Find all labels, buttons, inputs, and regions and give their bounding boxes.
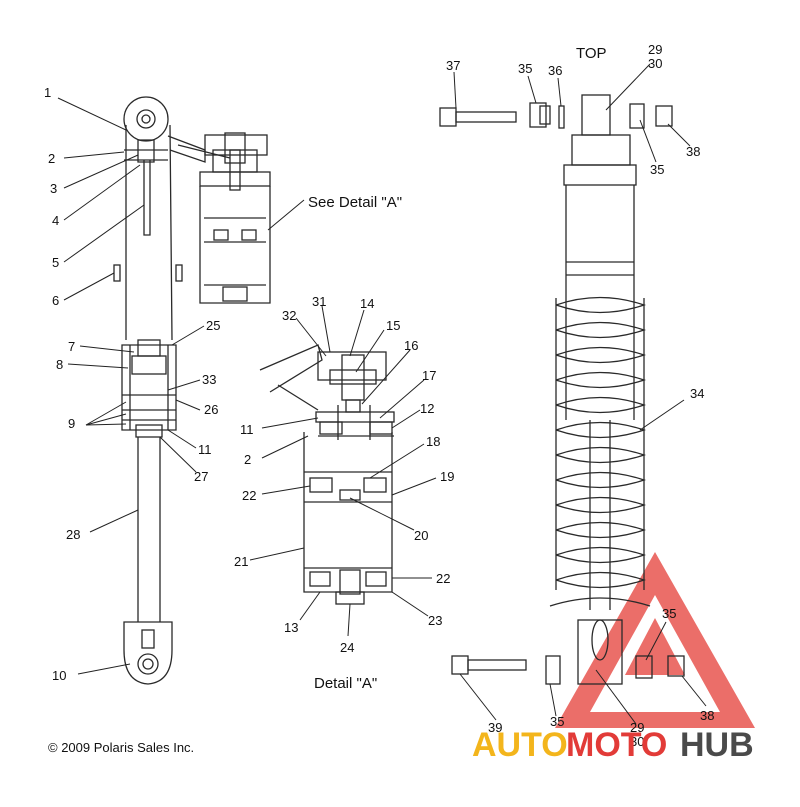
copyright-text: © 2009 Polaris Sales Inc. bbox=[48, 740, 194, 755]
watermark-triangle bbox=[555, 552, 755, 728]
callout-25: 25 bbox=[206, 318, 220, 333]
callout-11: 11 bbox=[198, 442, 212, 457]
right-callout-29-bottom: 29 bbox=[630, 720, 644, 735]
callout-5: 5 bbox=[52, 255, 59, 270]
callout-26: 26 bbox=[204, 402, 218, 417]
detail-callout-17: 17 bbox=[422, 368, 436, 383]
top-caption: TOP bbox=[576, 45, 607, 62]
detail-callout-19: 19 bbox=[440, 469, 454, 484]
right-callout-35-top: 35 bbox=[518, 61, 532, 76]
watermark-moto: MOTO bbox=[566, 726, 667, 764]
detail-callout-23: 23 bbox=[428, 613, 442, 628]
right-callout-38-bottom: 38 bbox=[700, 708, 714, 723]
left-shock-assembly bbox=[113, 96, 231, 685]
detail-a-caption: Detail "A" bbox=[314, 675, 377, 692]
watermark-logo: AUTO MOTO HUB bbox=[472, 726, 754, 764]
detail-callout-20: 20 bbox=[414, 528, 428, 543]
detail-callout-32: 32 bbox=[282, 308, 296, 323]
callout-7: 7 bbox=[68, 339, 75, 354]
detail-callout-22-lower: 22 bbox=[436, 571, 450, 586]
detail-callout-14: 14 bbox=[360, 296, 374, 311]
right-callout-35-lower: 35 bbox=[662, 606, 676, 621]
right-callout-38-top: 38 bbox=[686, 144, 700, 159]
coil-spring bbox=[555, 296, 647, 590]
callout-2: 2 bbox=[48, 151, 55, 166]
detail-a-assembly bbox=[259, 344, 395, 605]
detail-callout-24: 24 bbox=[340, 640, 354, 655]
detail-callout-31: 31 bbox=[312, 294, 326, 309]
right-callout-35-bottom: 35 bbox=[550, 714, 564, 729]
right-callout-30-bottom: 30 bbox=[630, 734, 644, 749]
callout-27: 27 bbox=[194, 469, 208, 484]
right-callout-36: 36 bbox=[548, 63, 562, 78]
callout-33: 33 bbox=[202, 372, 216, 387]
watermark-hub: HUB bbox=[680, 726, 754, 764]
callout-1: 1 bbox=[44, 85, 51, 100]
detail-callout-22-upper: 22 bbox=[242, 488, 256, 503]
detail-callout-12: 12 bbox=[420, 401, 434, 416]
callout-8: 8 bbox=[56, 357, 63, 372]
see-detail-caption: See Detail "A" bbox=[308, 194, 402, 211]
right-callout-30-top: 30 bbox=[648, 56, 662, 71]
detail-callout-2: 2 bbox=[244, 452, 251, 467]
detail-callout-11: 11 bbox=[240, 422, 254, 437]
detail-callout-16: 16 bbox=[404, 338, 418, 353]
right-callout-34: 34 bbox=[690, 386, 704, 401]
detail-callout-13: 13 bbox=[284, 620, 298, 635]
callout-4: 4 bbox=[52, 213, 59, 228]
right-shock-assembly bbox=[439, 94, 685, 685]
callout-10: 10 bbox=[52, 668, 66, 683]
watermark-auto: AUTO bbox=[472, 726, 568, 764]
right-callout-39: 39 bbox=[488, 720, 502, 735]
callout-6: 6 bbox=[52, 293, 59, 308]
detail-callout-18: 18 bbox=[426, 434, 440, 449]
right-callout-37: 37 bbox=[446, 58, 460, 73]
reservoir-assembly bbox=[199, 132, 271, 304]
right-callout-35-right: 35 bbox=[650, 162, 664, 177]
callout-labels: 1 2 3 4 5 6 7 8 9 10 25 33 26 11 27 28 3… bbox=[44, 42, 714, 749]
right-callout-29-top: 29 bbox=[648, 42, 662, 57]
leader-lines bbox=[57, 63, 707, 725]
callout-28: 28 bbox=[66, 527, 80, 542]
callout-9: 9 bbox=[68, 416, 75, 431]
detail-callout-21: 21 bbox=[234, 554, 248, 569]
detail-callout-15: 15 bbox=[386, 318, 400, 333]
callout-3: 3 bbox=[50, 181, 57, 196]
